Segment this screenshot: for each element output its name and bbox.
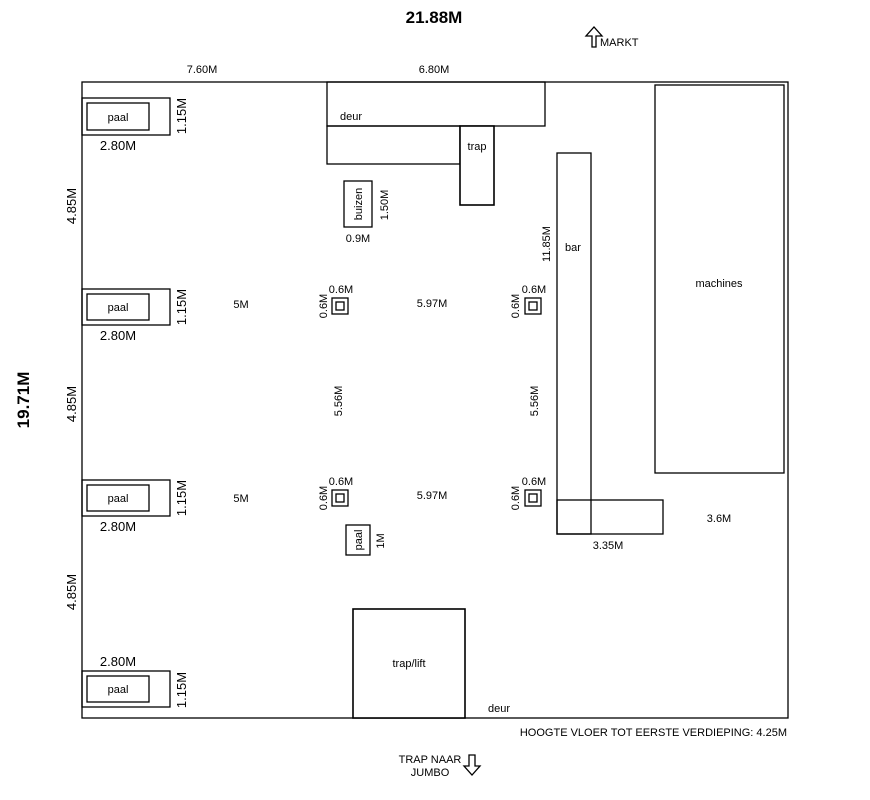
col-left-offset-label: 5M — [233, 493, 248, 505]
trap-top: trap — [459, 125, 495, 206]
paal-height-label: 1.15M — [174, 480, 189, 516]
jumbo-label: JUMBO — [411, 767, 450, 779]
paal-block-2: paal — [81, 288, 171, 326]
trap-naar-label: TRAP NAAR — [399, 754, 462, 766]
bar-label: bar — [565, 242, 581, 254]
column-4 — [524, 489, 542, 507]
height-note: HOOGTE VLOER TOT EERSTE VERDIEPING: 4.25… — [520, 727, 787, 739]
buizen-width-label: 0.9M — [346, 233, 370, 245]
trap-lift-block: trap/lift — [352, 608, 466, 719]
bar-block: bar — [556, 152, 664, 535]
column-size-label: 0.6M — [318, 294, 330, 318]
column-2 — [524, 297, 542, 315]
buizen-label: buizen — [353, 188, 365, 220]
paal-small-block: paal — [345, 524, 371, 556]
paal-label: paal — [108, 302, 129, 314]
machines-label: machines — [695, 278, 743, 290]
column-size-label: 0.6M — [510, 486, 522, 510]
column-size-label: 0.6M — [522, 476, 546, 488]
col-spacing-x-label: 5.97M — [417, 490, 448, 502]
top-left-span-label: 7.60M — [187, 64, 218, 76]
deur-bottom-label: deur — [488, 703, 510, 715]
buizen-height-label: 1.50M — [379, 190, 391, 221]
buizen-block: buizen — [343, 180, 373, 228]
machines-block: machines — [654, 84, 785, 474]
column-size-label: 0.6M — [522, 284, 546, 296]
paal-block-1: paal — [81, 97, 171, 136]
deur-top: deur — [326, 81, 546, 165]
total-width-label: 21.88M — [406, 8, 463, 27]
paal-label: paal — [353, 530, 365, 551]
bar-height-label: 11.85M — [541, 226, 553, 262]
markt-label: MARKT — [600, 37, 639, 49]
paal-height-label: 1.15M — [174, 98, 189, 134]
bar-foot-width-label: 3.35M — [593, 540, 624, 552]
top-mid-span-label: 6.80M — [419, 64, 450, 76]
paal-gap-label: 4.85M — [64, 188, 79, 224]
arrow-down-icon — [462, 754, 482, 776]
paal-small-label: 1M — [375, 533, 387, 548]
col-left-offset-label: 5M — [233, 299, 248, 311]
paal-height-label: 1.15M — [174, 672, 189, 708]
column-size-label: 0.6M — [510, 294, 522, 318]
paal-block-3: paal — [81, 479, 171, 517]
paal-width-label: 2.80M — [100, 654, 136, 669]
paal-gap-label: 4.85M — [64, 574, 79, 610]
arrow-up-icon — [584, 26, 604, 48]
trap-label: trap — [468, 141, 487, 153]
paal-height-label: 1.15M — [174, 289, 189, 325]
column-size-label: 0.6M — [318, 486, 330, 510]
paal-label: paal — [108, 112, 129, 124]
column-1 — [331, 297, 349, 315]
column-size-label: 0.6M — [329, 284, 353, 296]
paal-width-label: 2.80M — [100, 328, 136, 343]
paal-block-4: paal — [81, 670, 171, 708]
col-spacing-y-label: 5.56M — [529, 386, 541, 417]
column-size-label: 0.6M — [329, 476, 353, 488]
trap-lift-label: trap/lift — [392, 658, 425, 670]
col-spacing-x-label: 5.97M — [417, 298, 448, 310]
bar-to-machines-label: 3.6M — [707, 513, 731, 525]
total-height-label: 19.71M — [14, 372, 33, 429]
paal-gap-label: 4.85M — [64, 386, 79, 422]
paal-label: paal — [108, 684, 129, 696]
deur-label: deur — [340, 111, 362, 123]
column-3 — [331, 489, 349, 507]
paal-label: paal — [108, 493, 129, 505]
col-spacing-y-label: 5.56M — [333, 386, 345, 417]
paal-width-label: 2.80M — [100, 138, 136, 153]
paal-width-label: 2.80M — [100, 519, 136, 534]
